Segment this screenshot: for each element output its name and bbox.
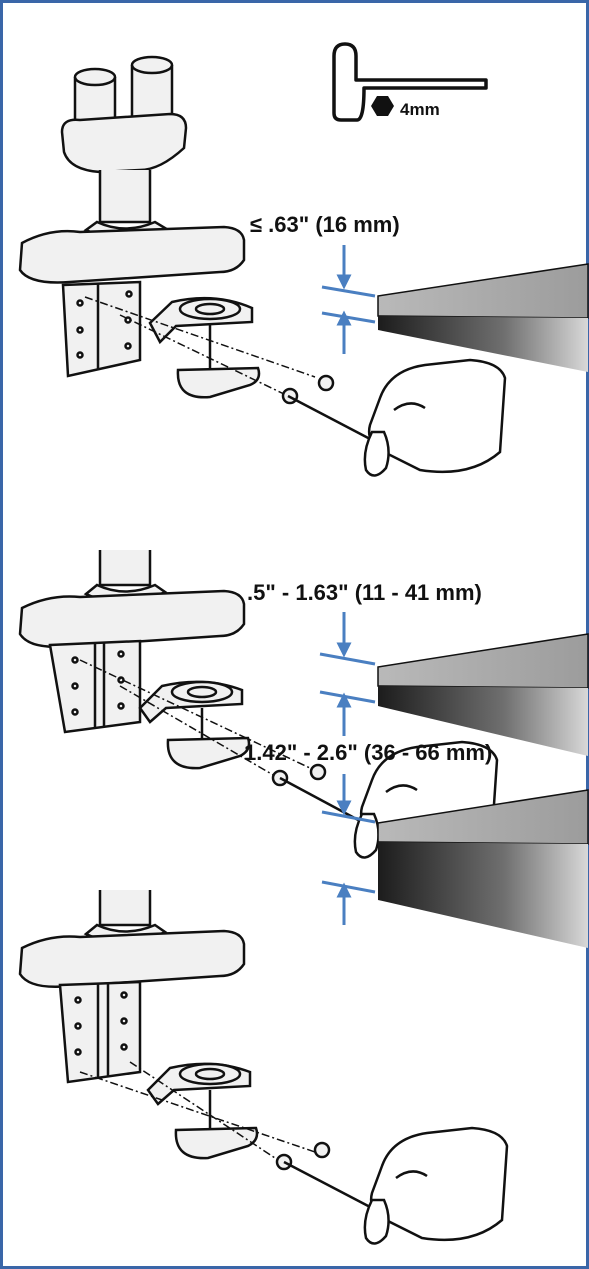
screw-icon	[271, 763, 327, 787]
desk-edge	[377, 633, 589, 756]
clamp-pad	[138, 680, 251, 770]
tool-size-label: 4mm	[400, 100, 440, 119]
alignment-lines	[79, 659, 311, 777]
alignment-lines	[84, 296, 316, 396]
hex-nut-icon	[371, 96, 394, 116]
clamp-bracket	[61, 280, 142, 378]
allen-key-icon	[332, 42, 488, 122]
desk-edge	[377, 789, 589, 948]
alignment-lines	[79, 1061, 316, 1161]
thickness-dimension	[321, 245, 376, 354]
thickness-dimension	[321, 774, 376, 925]
base-plate	[18, 929, 246, 988]
thickness-label: 1.42" - 2.6" (36 - 66 mm)	[244, 740, 492, 765]
desk-edge	[377, 263, 589, 372]
clamp-bracket	[48, 639, 142, 734]
base-plate	[18, 589, 246, 648]
thickness-label: .5" - 1.63" (11 - 41 mm)	[247, 580, 482, 605]
clamp-pad	[148, 296, 261, 399]
panel-3: 1.42" - 2.6" (36 - 66 mm)	[18, 740, 589, 1245]
clamp-bracket	[58, 980, 142, 1084]
thickness-label: ≤ .63" (16 mm)	[250, 212, 400, 237]
hand-with-key-icon	[283, 1126, 509, 1245]
base-plate	[18, 225, 246, 284]
dual-post-icon	[60, 55, 188, 240]
panel-1: ≤ .63" (16 mm)	[18, 55, 589, 477]
hand-with-key-icon	[287, 358, 507, 477]
thickness-dimension	[319, 612, 376, 736]
